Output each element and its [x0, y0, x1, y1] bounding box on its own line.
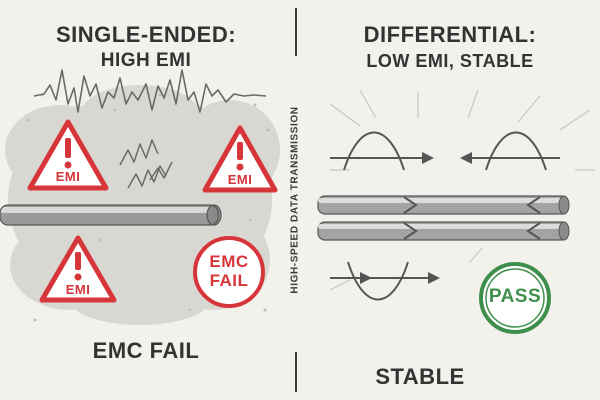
emc-fail-stamp-text: EMC FAIL	[195, 252, 263, 290]
emc-fail-stamp-icon	[193, 236, 265, 308]
left-heading-line2: HIGH EMI	[100, 50, 192, 71]
emi-label: EMI	[227, 172, 253, 187]
emi-label: EMI	[55, 169, 81, 184]
noisy-signal-waveform	[33, 69, 267, 113]
emi-warning-triangle-icon	[27, 119, 109, 191]
differential-pair-cable	[317, 195, 570, 241]
pass-stamp-icon	[479, 262, 551, 334]
emc-fail-line2: FAIL	[209, 271, 249, 290]
right-heading-line1: DIFFERENTIAL:	[363, 22, 537, 47]
pass-stamp-text: PASS	[488, 286, 542, 307]
single-ended-cable	[0, 204, 222, 226]
emi-warning-triangle-icon	[39, 235, 117, 303]
sine-wave-arrow-icon	[330, 261, 430, 301]
arrow-icon	[460, 152, 472, 164]
center-vertical-label: HIGH-SPEED DATA TRANSMISSION	[289, 106, 301, 294]
arrow-icon	[403, 196, 541, 240]
right-heading: DIFFERENTIAL: LOW EMI, STABLE	[300, 22, 600, 74]
arrow-icon	[422, 152, 434, 164]
sine-wave-arrow-icon	[330, 131, 424, 171]
sine-wave-arrow-icon	[470, 131, 560, 171]
right-caption: STABLE	[375, 364, 465, 389]
arrow-icon	[360, 272, 372, 284]
left-heading: SINGLE-ENDED: HIGH EMI	[0, 22, 292, 74]
interference-squiggles	[119, 139, 173, 189]
arrow-icon	[428, 272, 440, 284]
radiating-lines	[329, 89, 595, 291]
left-caption: EMC FAIL	[92, 338, 200, 363]
emi-warning-triangle-icon	[202, 125, 278, 193]
right-heading-line2: LOW EMI, STABLE	[366, 51, 534, 71]
emc-fail-line1: EMC	[209, 252, 249, 271]
left-heading-line1: SINGLE-ENDED:	[55, 22, 237, 47]
emi-label: EMI	[65, 282, 91, 297]
